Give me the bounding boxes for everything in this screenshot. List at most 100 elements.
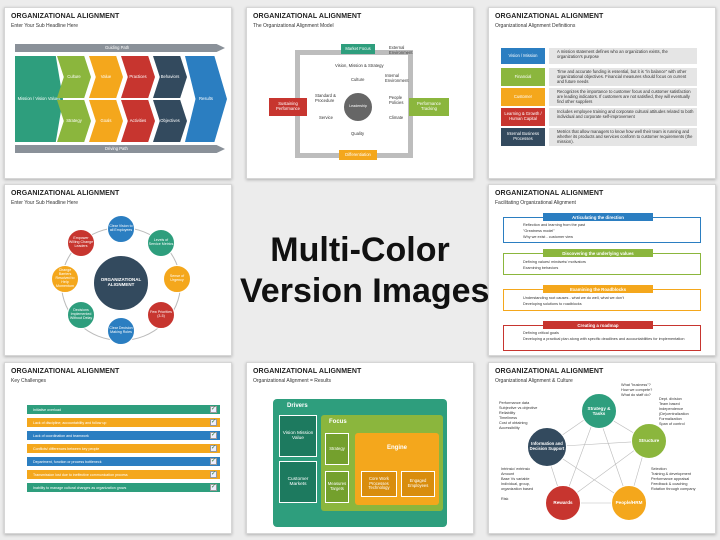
culture-label: Culture (351, 77, 365, 82)
rewards-node: Rewards (545, 485, 581, 521)
section-3-bullet-1: Understanding root causes - what we do w… (523, 296, 624, 300)
challenge-text: Lack of discipline; accountability and f… (33, 420, 107, 425)
section-head-3: Examining the Roadblocks (543, 285, 653, 293)
strategy-tasks-node: Strategy & Tasks (581, 393, 617, 429)
challenge-row: Inability to manage cultural changes as … (27, 483, 220, 492)
node-clear-vision: Clear Vision to all Employees (107, 215, 135, 243)
performance-tracking-box: Performance Tracking (409, 98, 449, 116)
challenge-row: Transmission lost due to ineffective com… (27, 470, 220, 479)
strategy-box: Strategy (57, 100, 91, 142)
challenge-row: Department, function or process bottlene… (27, 457, 220, 466)
slide-title: ORGANIZATIONAL ALIGNMENT (11, 190, 120, 197)
structure-node: Structure (631, 423, 667, 459)
culture-star-lines (544, 410, 648, 504)
service-label: Service (319, 115, 333, 120)
info-4: Timeliness (499, 416, 518, 420)
slide-7-thumbnail[interactable]: ORGANIZATIONAL ALIGNMENT Organizational … (246, 362, 474, 534)
banner-title: Multi-Color Version Images (240, 230, 490, 312)
node-change-leaders: Empower Willing Change Leaders (67, 229, 95, 257)
node-urgency: Sense of Urgency (163, 265, 191, 293)
rewards-1: Intrinsic/ extrinsic (501, 467, 531, 471)
banner-line-2: Version Images (240, 271, 490, 310)
market-focus-box: Market Focus (341, 44, 375, 54)
slide-title: ORGANIZATIONAL ALIGNMENT (253, 368, 362, 375)
info-2: Subjective vs objective (499, 406, 538, 410)
info-1: Performance data (499, 401, 530, 405)
slide-title: ORGANIZATIONAL ALIGNMENT (11, 13, 120, 20)
engine-label: Engine (387, 445, 408, 451)
slide-8-thumbnail[interactable]: ORGANIZATIONAL ALIGNMENT Organizational … (488, 362, 716, 534)
section-head-1: Articulating the direction (543, 213, 653, 221)
challenge-text: Lack of coordination and teamwork (33, 433, 89, 438)
behaviors-box: Behaviors (153, 56, 187, 98)
q-2: How we compete? (621, 388, 653, 392)
measures-box: Measures Targets (325, 471, 349, 503)
info-decision-node: Information and Decision Support (527, 427, 567, 467)
slide-subtitle: The Organizational Alignment Model (253, 23, 334, 29)
structure-5: Formalization (659, 417, 682, 421)
def-label-vision: Vision / Mission (501, 48, 545, 64)
info-6: Accessibility (499, 426, 520, 430)
center-circle: ORGANIZATIONAL ALIGNMENT (93, 255, 149, 311)
def-label-financial: Financial (501, 68, 545, 86)
engaged-employees-box: Engaged Employees (401, 471, 435, 497)
def-label-learning: Learning & Growth / Human Capital (501, 108, 545, 126)
culture-box: Culture (57, 56, 91, 98)
objectives-box: Objectives (153, 100, 187, 142)
def-text-customer: Recognizes the importance to customer fo… (549, 88, 697, 106)
slide-subtitle: Key Challenges (11, 378, 47, 384)
guiding-path-label: Guiding Path (105, 45, 130, 50)
challenge-row: Conflicts/ differences between key peopl… (27, 444, 220, 453)
slide-3-thumbnail[interactable]: ORGANIZATIONAL ALIGNMENT Organizational … (488, 7, 716, 179)
challenge-row: Lack of discipline; accountability and f… (27, 418, 220, 427)
section-1-bullet-3: Why we exist - customer view (523, 235, 574, 239)
section-2-bullet-1: Defining values/ mindsets/ motivators (523, 260, 586, 264)
slide-1-thumbnail[interactable]: ORGANIZATIONAL ALIGNMENT Enter Your Sub … (4, 7, 232, 179)
rewards-2: Amount (501, 472, 515, 476)
structure-2: Team based (659, 402, 680, 406)
node-change-barriers: Change Barriers Resolved to Help Momentu… (51, 265, 79, 293)
structure-1: Dept. division (659, 397, 682, 401)
rewards-3: Base Vs variable (501, 477, 530, 481)
slide-2-thumbnail[interactable]: ORGANIZATIONAL ALIGNMENT The Organizatio… (246, 7, 474, 179)
customer-markets-box: Customer Markets (279, 461, 317, 503)
slide-4-thumbnail[interactable]: ORGANIZATIONAL ALIGNMENT Enter Your Sub … (4, 184, 232, 356)
q-1: What "business"? (621, 383, 651, 387)
climate-label: Climate (389, 115, 404, 120)
checkmark-icon: ✓ (210, 445, 217, 452)
external-environment-label: External Environment (389, 45, 413, 55)
slide-subtitle: Organizational Alignment & Culture (495, 378, 573, 384)
section-3-bullet-2: Developing solutions to roadblocks (523, 302, 582, 306)
q-3: What do staff do? (621, 393, 651, 397)
people-4: Feedback & coaching (651, 482, 688, 486)
structure-3: Independence (659, 407, 684, 411)
core-work-box: Core Work Processes Technology (361, 471, 397, 497)
slide-5-thumbnail[interactable]: ORGANIZATIONAL ALIGNMENT Facilitating Or… (488, 184, 716, 356)
driving-path-label: Driving Path (105, 146, 128, 151)
def-label-internal: Internal Business Processes (501, 128, 545, 146)
internal-environment-label: Internal Environment (385, 73, 409, 83)
checkmark-icon: ✓ (210, 432, 217, 439)
strategy-box: Strategy (325, 433, 349, 465)
checkmark-icon: ✓ (210, 471, 217, 478)
guiding-path-arrow (15, 44, 225, 52)
differentiation-box: Differentiation (339, 150, 377, 160)
slide-6-thumbnail[interactable]: ORGANIZATIONAL ALIGNMENT Key Challenges … (4, 362, 232, 534)
slide-subtitle: Enter Your Sub Headline Here (11, 200, 78, 206)
challenge-text: Transmission lost due to ineffective com… (33, 472, 128, 477)
goals-box: Goals (89, 100, 123, 142)
slide-title: ORGANIZATIONAL ALIGNMENT (253, 13, 362, 20)
people-5: Rotation through company (651, 487, 696, 491)
rewards-5: Risk (501, 497, 509, 501)
checkmark-icon: ✓ (210, 406, 217, 413)
vmv-box: Vision Mission Value (279, 415, 317, 457)
focus-label: Focus (329, 419, 347, 425)
people-2: Training & development (651, 472, 691, 476)
def-text-learning: Includes employee training and corporate… (549, 108, 697, 126)
slide-title: ORGANIZATIONAL ALIGNMENT (11, 368, 120, 375)
people-1: Selection (651, 467, 667, 471)
challenge-row: Initiative overload✓ (27, 405, 220, 414)
section-1-bullet-1: Reflection and learning from the past (523, 223, 586, 227)
section-1-bullet-2: "Greatness model" (523, 229, 555, 233)
def-text-vision: A mission statement defines who an organ… (549, 48, 697, 64)
